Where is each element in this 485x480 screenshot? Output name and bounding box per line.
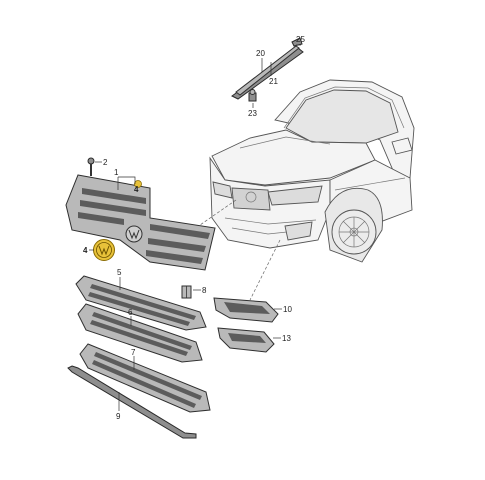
callout-6: 6: [128, 308, 133, 317]
side-vent-trim-10: [213, 297, 279, 323]
link-line-grille: [199, 199, 237, 226]
link-line-bumper: [249, 239, 281, 301]
callout-20: 20: [256, 49, 265, 58]
callout-numbers: 1 2 4 4 5 6 7 9 8 10 13 20 21 25 23: [83, 35, 305, 421]
side-vent-trim-13: [217, 327, 275, 353]
roof-trim-strip: [231, 45, 304, 100]
callout-8: 8: [202, 286, 207, 295]
callout-23: 23: [248, 109, 257, 118]
callout-4-small: 4: [134, 185, 139, 194]
lower-grille-7: [79, 343, 211, 413]
callout-5: 5: [117, 268, 122, 277]
clip-part-8: [181, 285, 192, 299]
clip-part-25: [291, 37, 303, 47]
upper-grille: [65, 174, 216, 271]
leader-lines: [89, 44, 301, 411]
callout-9: 9: [116, 412, 121, 421]
screw-part-2: [87, 157, 95, 176]
callout-25: 25: [296, 35, 305, 44]
lower-grille-5: [75, 275, 207, 331]
callout-2: 2: [103, 158, 108, 167]
clip-part-23: [248, 89, 257, 102]
emblem-highlight-small: [134, 180, 142, 188]
callout-21: 21: [269, 77, 278, 86]
callout-1: 1: [114, 168, 119, 177]
lower-grille-6: [77, 303, 203, 363]
callout-4-large: 4: [83, 246, 88, 255]
callout-13: 13: [282, 334, 291, 343]
callout-10: 10: [283, 305, 292, 314]
emblem-highlight-large: [93, 239, 115, 261]
vehicle-outline: [209, 79, 415, 263]
callout-7: 7: [131, 348, 136, 357]
trim-strip-9: [67, 365, 197, 439]
